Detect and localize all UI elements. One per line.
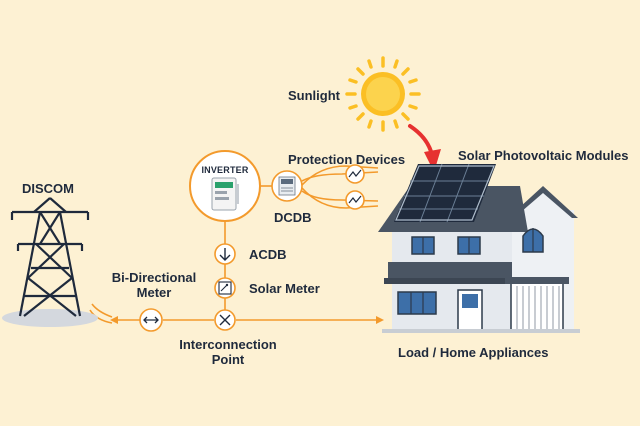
interconnection-point-label: Interconnection Point [168,337,288,367]
protection-device-icon [345,190,365,210]
inverter-icon [189,150,261,222]
bidirectional-meter-icon [139,308,163,332]
bidirectional-meter-label-line2: Meter [136,285,172,300]
interconnection-point-label-line1: Interconnection [179,337,277,352]
connection-lines [89,165,384,324]
discom-label: DISCOM [22,181,74,196]
solar-panel-icon [394,163,496,223]
transmission-tower-icon [2,197,98,327]
acdb-icon [214,243,236,265]
dcdb-label: DCDB [274,210,312,225]
bidirectional-meter-label-line1: Bi-Directional [111,270,197,285]
inverter-label: INVERTER [201,165,249,175]
solar-pv-modules-label: Solar Photovoltaic Modules [458,148,629,163]
dcdb-icon [271,170,303,202]
protection-devices-label: Protection Devices [288,152,406,167]
solar-meter-label: Solar Meter [249,281,320,296]
sun-icon [345,56,421,132]
protection-device-icon [345,164,365,184]
interconnection-point-label-line2: Point [211,352,245,367]
acdb-label: ACDB [249,247,287,262]
bidirectional-meter-label: Bi-Directional Meter [104,270,204,300]
interconnection-point-icon [214,309,236,331]
sunlight-arrow-icon [408,124,441,172]
sunlight-label: Sunlight [288,88,340,103]
solar-meter-icon [214,277,236,299]
load-label: Load / Home Appliances [398,345,549,360]
